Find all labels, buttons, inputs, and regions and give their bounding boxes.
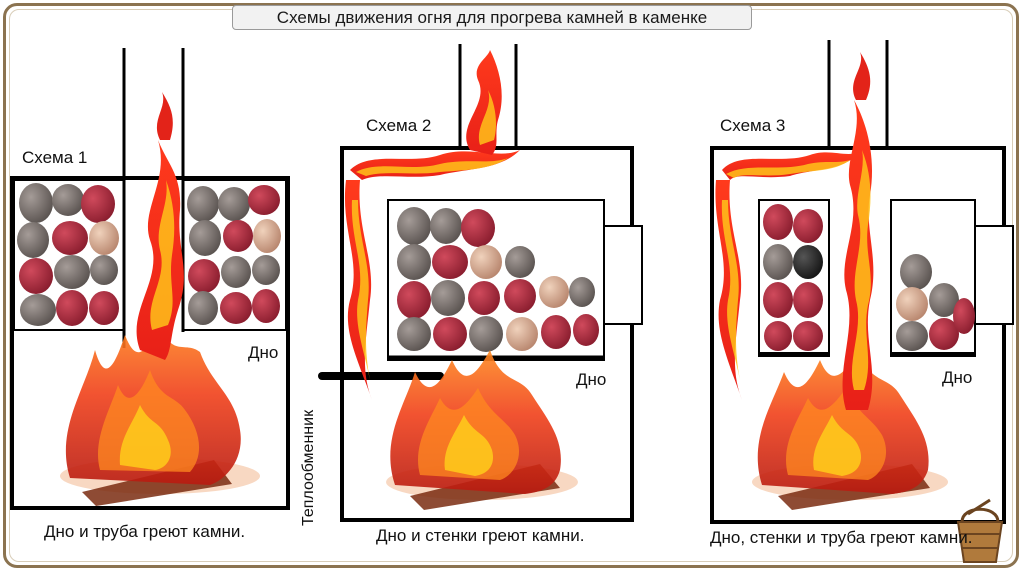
scheme-3-label: Схема 3 [720, 116, 786, 135]
scheme-2-stones [397, 207, 599, 352]
scheme-2-caption: Дно и стенки греют камни. [376, 526, 585, 545]
diagram-title: Схемы движения огня для прогрева камней … [232, 5, 752, 30]
sauna-bucket-logo [956, 498, 1004, 563]
scheme-1-fire [60, 92, 260, 506]
scheme-1-bottom-label: Дно [248, 343, 279, 362]
outer-frame [3, 3, 1019, 568]
scheme-3-bottom-label: Дно [942, 368, 973, 387]
scheme-1-stones [17, 183, 281, 326]
scheme-1-label: Схема 1 [22, 148, 88, 167]
scheme-3-caption: Дно, стенки и труба греют камни. [710, 528, 973, 547]
heat-exchanger-label: Теплообменник [300, 409, 317, 526]
scheme-2-label: Схема 2 [366, 116, 432, 135]
scheme-2-fire [344, 50, 578, 510]
scheme-3-fire [715, 52, 948, 510]
scheme-2-bottom-label: Дно [576, 370, 607, 389]
scheme-2-furnace [318, 44, 643, 522]
scheme-1-caption: Дно и труба греют камни. [44, 522, 246, 541]
scheme-3-furnace [710, 40, 1014, 524]
scheme-1-furnace [10, 48, 290, 510]
scheme-3-stones [763, 204, 975, 351]
